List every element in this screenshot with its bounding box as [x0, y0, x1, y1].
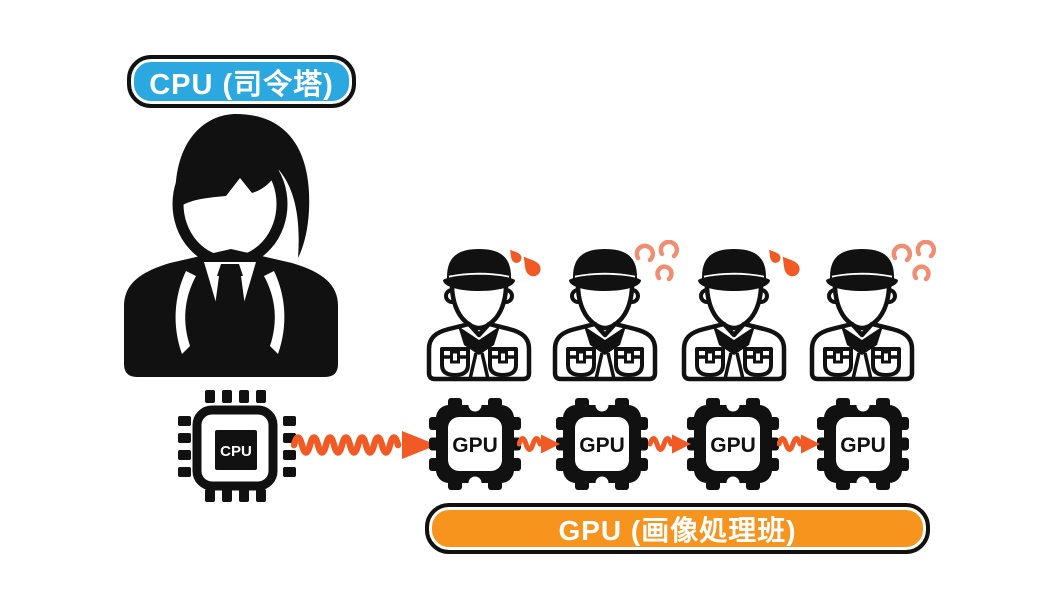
- sweat-drops-icon-1: [506, 247, 542, 277]
- gpu-chip-icon-3: GPU: [687, 398, 779, 490]
- cpu-chip-label: CPU: [220, 443, 252, 460]
- gpu-chip-icon-2: GPU: [556, 398, 648, 490]
- gpu-link-wavy-arrow-icon-2: [648, 431, 692, 457]
- sweat-drops-icon-3: [765, 247, 801, 277]
- cpu-badge-label: CPU (司令塔): [149, 68, 334, 101]
- effort-puffs-icon-2: [633, 240, 687, 284]
- effort-puffs-icon-4: [890, 240, 944, 284]
- gpu-chip-label-3: GPU: [710, 434, 756, 457]
- gpu-chip-label-1: GPU: [452, 434, 498, 457]
- cpu-badge: CPU (司令塔): [127, 55, 356, 108]
- cpu-to-gpu-wavy-arrow-icon: [291, 428, 439, 462]
- gpu-chip-icon-4: GPU: [817, 398, 909, 490]
- gpu-badge-label: GPU (画像処理班): [558, 514, 797, 546]
- gpu-link-wavy-arrow-icon-1: [517, 431, 561, 457]
- gpu-link-wavy-arrow-icon-3: [777, 431, 821, 457]
- gpu-chip-icon-1: GPU: [429, 398, 521, 490]
- gpu-badge: GPU (画像処理班): [425, 503, 930, 554]
- businessman-icon: [116, 106, 346, 380]
- gpu-chip-label-4: GPU: [840, 434, 886, 457]
- cpu-chip-icon: CPU: [175, 388, 299, 504]
- gpu-chip-label-2: GPU: [579, 434, 625, 457]
